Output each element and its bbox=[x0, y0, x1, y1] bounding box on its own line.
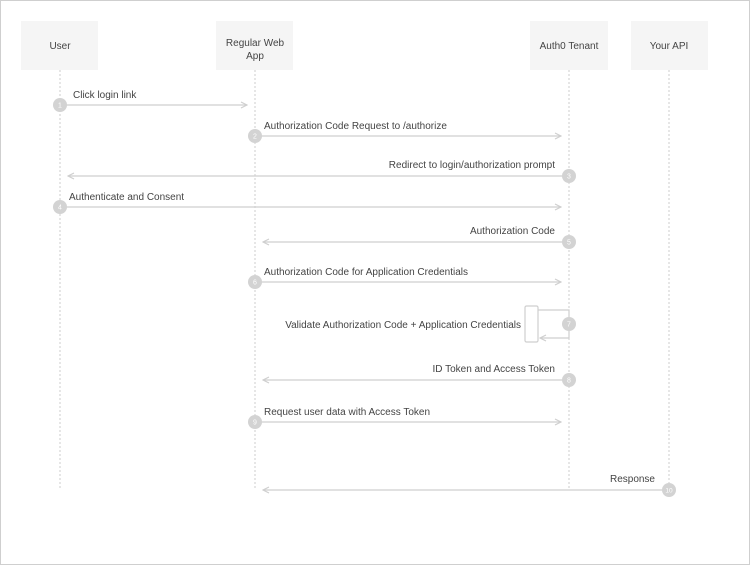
step-badge bbox=[662, 483, 676, 497]
participant-box bbox=[631, 21, 708, 70]
step-number: 1 bbox=[58, 103, 62, 110]
message-3: Redirect to login/authorization prompt 3 bbox=[68, 160, 576, 183]
message-label: Redirect to login/authorization prompt bbox=[389, 160, 555, 171]
step-badge bbox=[562, 317, 576, 331]
participant-user: User bbox=[21, 21, 98, 488]
message-5: Authorization Code 5 bbox=[263, 226, 576, 249]
step-badge bbox=[248, 129, 262, 143]
message-label: Validate Authorization Code + Applicatio… bbox=[285, 320, 521, 331]
step-badge bbox=[53, 200, 67, 214]
message-2: Authorization Code Request to /authorize… bbox=[248, 121, 561, 143]
participant-tenant: Auth0 Tenant bbox=[530, 21, 608, 488]
step-number: 8 bbox=[567, 378, 571, 385]
step-number: 2 bbox=[253, 134, 257, 141]
step-number: 9 bbox=[253, 420, 257, 427]
message-label: ID Token and Access Token bbox=[433, 364, 556, 375]
activation-box bbox=[524, 305, 539, 343]
message-7: Validate Authorization Code + Applicatio… bbox=[285, 305, 576, 343]
message-10: Response 10 bbox=[263, 474, 676, 497]
step-badge bbox=[562, 373, 576, 387]
message-label: Request user data with Access Token bbox=[264, 407, 430, 418]
message-label: Response bbox=[610, 474, 655, 485]
message-1: Click login link 1 bbox=[53, 90, 247, 112]
step-badge bbox=[53, 98, 67, 112]
message-label: Click login link bbox=[73, 90, 137, 101]
message-label: Authorization Code Request to /authorize bbox=[264, 121, 447, 132]
participant-label: User bbox=[49, 41, 71, 52]
participant-box bbox=[530, 21, 608, 70]
participant-label: Your API bbox=[650, 41, 689, 52]
participant-box bbox=[216, 21, 293, 70]
step-number: 7 bbox=[567, 322, 571, 329]
message-6: Authorization Code for Application Crede… bbox=[248, 267, 561, 289]
step-number: 6 bbox=[253, 280, 257, 287]
participant-box bbox=[21, 21, 98, 70]
step-badge bbox=[248, 415, 262, 429]
step-badge bbox=[248, 275, 262, 289]
message-4: Authenticate and Consent 4 bbox=[53, 192, 561, 214]
step-badge bbox=[562, 169, 576, 183]
step-number: 4 bbox=[58, 205, 62, 212]
step-badge bbox=[562, 235, 576, 249]
message-label: Authenticate and Consent bbox=[69, 192, 184, 203]
step-number: 5 bbox=[567, 240, 571, 247]
message-9: Request user data with Access Token 9 bbox=[248, 407, 561, 429]
message-8: ID Token and Access Token 8 bbox=[263, 364, 576, 387]
participant-label: Auth0 Tenant bbox=[540, 41, 599, 52]
message-label: Authorization Code bbox=[470, 226, 555, 237]
message-label: Authorization Code for Application Crede… bbox=[264, 267, 468, 278]
step-number: 10 bbox=[665, 488, 673, 495]
step-number: 3 bbox=[567, 174, 571, 181]
participant-api: Your API bbox=[631, 21, 708, 488]
